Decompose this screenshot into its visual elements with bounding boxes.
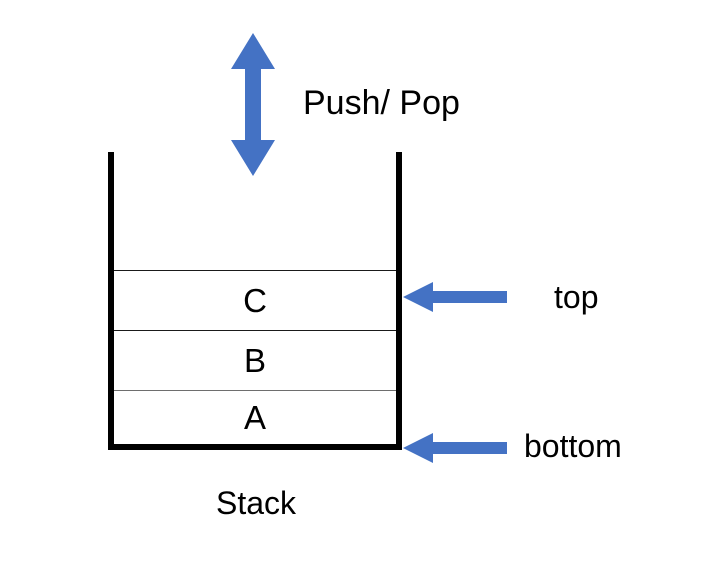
push-pop-double-arrow-icon (231, 33, 275, 176)
stack-cell: C (114, 270, 396, 330)
stack-right-wall (396, 152, 402, 450)
top-pointer-left-arrow-icon (403, 282, 507, 312)
stack-caption: Stack (216, 485, 297, 521)
stack-cell-label: C (243, 282, 267, 319)
bottom-pointer-left-arrow-icon (403, 433, 507, 463)
stack-cell-label: B (243, 342, 266, 379)
stack-cell-label: A (243, 399, 266, 436)
stack-left-wall (108, 152, 114, 450)
push-pop-label: Push/ Pop (303, 84, 460, 122)
stack-bottom-wall (108, 444, 402, 450)
stack-cells: C B A (114, 270, 396, 444)
top-label: top (554, 279, 599, 315)
stack-container: C B A (108, 152, 402, 450)
stack-cell: B (114, 330, 396, 390)
stack-cell: A (114, 390, 396, 444)
bottom-label: bottom (524, 428, 622, 464)
